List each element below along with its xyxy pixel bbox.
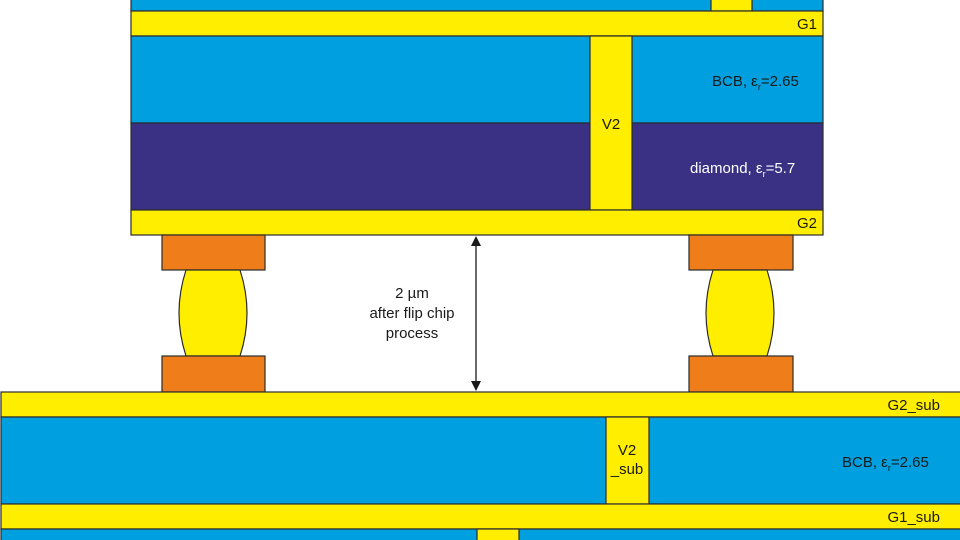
chip-via-v2-label: V2: [602, 116, 620, 133]
chip-g2-label: G2: [797, 215, 817, 232]
sub-g2-layer: [0, 391, 960, 418]
gap-label-line2: after flip chip: [369, 305, 454, 322]
chip-top-via-stub: [710, 0, 753, 12]
chip-bcb-label: BCB, εr=2.65: [712, 73, 799, 92]
chip-diamond-label: diamond, εr=5.7: [690, 160, 795, 179]
sub-g1-label: G1_sub: [887, 509, 940, 526]
bump-right-bottom-pad: [688, 355, 794, 393]
gap-dimension: 2 µm after flip chip process: [369, 236, 481, 391]
gap-arrow-down-icon: [471, 381, 481, 391]
sub-bottom-via-stub: [476, 528, 520, 540]
chip-diamond-layer: [130, 122, 824, 211]
sub-g2-label: G2_sub: [887, 397, 940, 414]
sub-via-v2: [605, 416, 650, 505]
chip-g1-layer: [130, 10, 824, 37]
chip-stack: G1 BCB, εr=2.65 diamond, εr=5.7 V2 G2: [130, 0, 824, 236]
bump-right: [688, 234, 794, 393]
sub-g1-layer: [0, 503, 960, 530]
chip-bcb-layer: [130, 35, 824, 124]
gap-label-line3: process: [386, 325, 439, 342]
bump-right-top-pad: [688, 234, 794, 271]
chip-g2-layer: [130, 209, 824, 236]
bump-left-bottom-pad: [161, 355, 266, 393]
sub-via-label-line1: V2: [618, 442, 636, 459]
chip-g1-label: G1: [797, 16, 817, 33]
gap-label-line1: 2 µm: [395, 285, 429, 302]
bump-left: [161, 234, 266, 393]
chip-via-v2: [589, 35, 633, 211]
bump-left-solder: [178, 269, 248, 357]
sub-bcb-layer: [0, 416, 960, 505]
gap-arrow-up-icon: [471, 236, 481, 246]
sub-bcb-label: BCB, εr=2.65: [842, 454, 929, 473]
bump-left-top-pad: [161, 234, 266, 271]
bump-right-solder: [705, 269, 775, 357]
sub-via-label-line2: _sub: [610, 461, 644, 478]
substrate-stack: G2_sub BCB, εr=2.65 V2 _sub G1_sub: [0, 391, 960, 540]
